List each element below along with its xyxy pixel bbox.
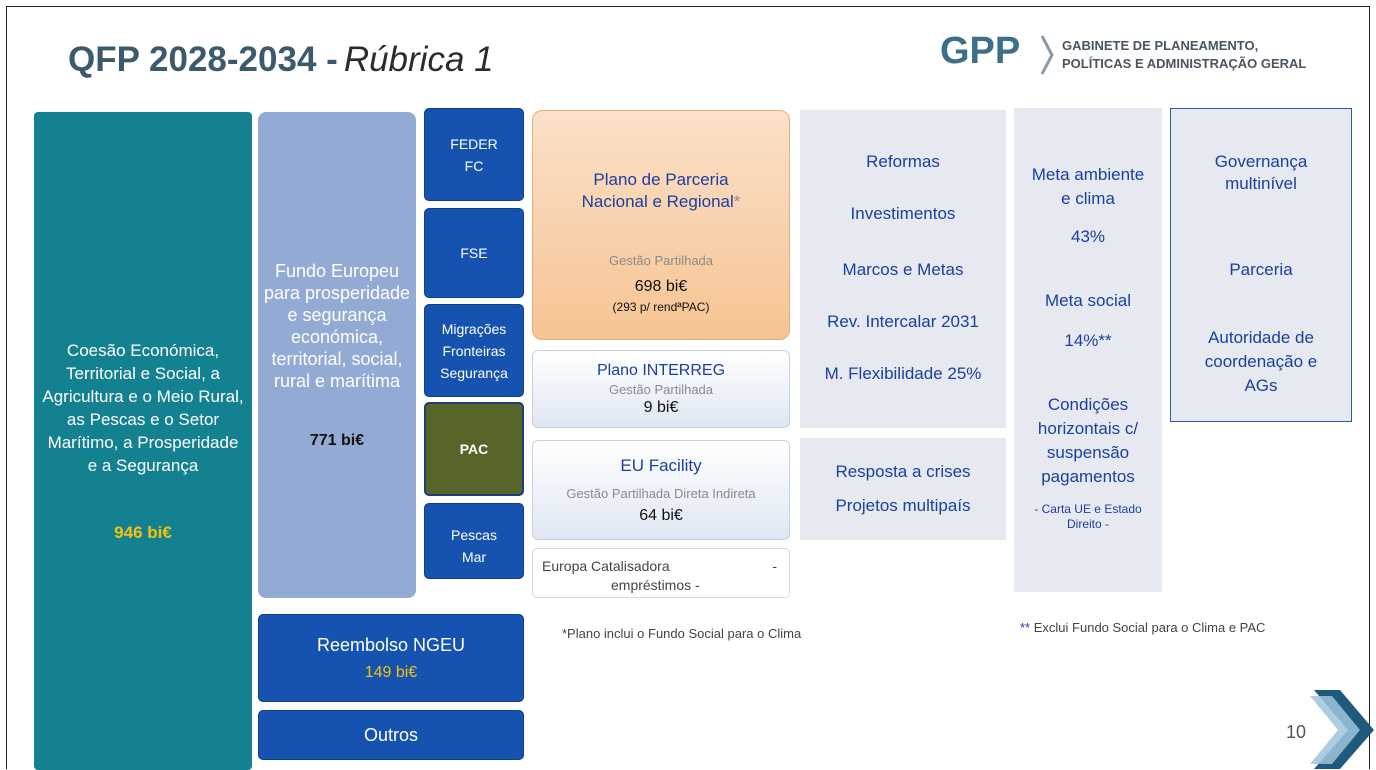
- footnote-plano: *Plano inclui o Fundo Social para o Clim…: [562, 626, 802, 641]
- plano-amount: 698 bi€: [634, 278, 688, 295]
- interreg-title: Plano INTERREG: [596, 361, 726, 379]
- title-main: QFP 2028-2034 -: [68, 40, 338, 79]
- europa-catalisadora-box: Europa Catalisadora - empréstimos -: [532, 548, 790, 598]
- ngeu-box: Reembolso NGEU 149 bi€: [258, 614, 524, 702]
- ngeu-label: Reembolso NGEU: [316, 634, 466, 655]
- plano-star: *: [733, 192, 741, 211]
- interreg-gestao: Gestão Partilhada: [608, 381, 714, 397]
- carta-line2: Direito -: [1066, 517, 1109, 531]
- feder-label: FEDER: [450, 135, 498, 152]
- cohesion-amount: 946 bi€: [114, 523, 172, 542]
- plano-line1: Plano de Parceria: [593, 170, 729, 189]
- next-arrow-icon: [1310, 690, 1374, 769]
- meta-social-label: Meta social: [1045, 291, 1131, 310]
- interreg-box: Plano INTERREG Gestão Partilhada 9 bi€: [532, 350, 790, 428]
- slide-title: QFP 2028-2034 -Rúbrica 1: [68, 40, 494, 80]
- feder-fc-box: FEDER FC: [424, 108, 524, 201]
- fund-box: Fundo Europeu para prosperidade e segura…: [258, 112, 416, 598]
- footnote-exclui: ** Exclui Fundo Social para o Clima e PA…: [1020, 620, 1265, 635]
- meta-ambiente-line1: Meta ambiente: [1031, 165, 1145, 184]
- meta-ambiente-line2: e clima: [1061, 189, 1115, 208]
- plano-note: (293 p/ rendªPAC): [612, 300, 710, 314]
- eu-facility-amount: 64 bi€: [639, 506, 683, 524]
- outros-box: Outros: [258, 710, 524, 760]
- governanca-line1: Governança: [1214, 152, 1308, 171]
- gpp-logo-line2: POLÍTICAS E ADMINISTRAÇÃO GERAL: [1062, 56, 1307, 71]
- outros-label: Outros: [363, 724, 419, 745]
- ngeu-amount: 149 bi€: [364, 663, 418, 681]
- plano-parceria-box: Plano de Parceria Nacional e Regional* G…: [532, 110, 790, 340]
- gpp-logo: GPP GABINETE DE PLANEAMENTO, POLÍTICAS E…: [940, 30, 1340, 80]
- crises-item: Resposta a crises: [835, 462, 971, 481]
- governanca-box: Governança multinível Parceria Autoridad…: [1170, 108, 1352, 422]
- gpp-logo-line1: GABINETE DE PLANEAMENTO,: [1062, 38, 1259, 53]
- pescas-box: Pescas Mar: [424, 503, 524, 579]
- autoridade-line2: coordenação e: [1204, 352, 1318, 371]
- plano-line2: Nacional e Regional: [581, 192, 734, 211]
- page-number: 10: [1286, 722, 1307, 742]
- plano-gestao: Gestão Partilhada: [608, 253, 714, 268]
- catalisadora-line2: empréstimos -: [611, 577, 700, 593]
- title-italic: Rúbrica 1: [343, 40, 494, 79]
- eu-facility-gestao: Gestão Partilhada Direta Indireta: [566, 485, 756, 501]
- footnote-stars: **: [1020, 620, 1031, 635]
- fronteiras-label: Fronteiras: [442, 342, 506, 359]
- meta-ambiente-pct: 43%: [1070, 227, 1106, 246]
- seguranca-label: Segurança: [440, 364, 508, 381]
- migracoes-label: Migrações: [441, 320, 507, 337]
- cohesion-heading-box: Coesão Económica, Territorial e Social, …: [34, 112, 252, 770]
- fc-label: FC: [464, 157, 484, 174]
- crises-box: Resposta a crises Projetos multipaís: [800, 438, 1006, 540]
- condicoes-line4: pagamentos: [1041, 467, 1135, 486]
- mar-label: Mar: [461, 549, 487, 565]
- meta-social-pct: 14%**: [1064, 331, 1112, 350]
- catalisadora-line1: Europa Catalisadora: [542, 558, 670, 574]
- fse-label: FSE: [460, 245, 488, 261]
- interreg-amount: 9 bi€: [643, 398, 679, 416]
- investimentos-item: Investimentos: [850, 204, 956, 223]
- migracoes-box: Migrações Fronteiras Segurança: [424, 304, 524, 397]
- gpp-logo-mark: GPP: [940, 30, 1021, 72]
- condicoes-line1: Condições: [1047, 395, 1129, 414]
- pescas-label: Pescas: [451, 527, 497, 543]
- metas-box: Meta ambiente e clima 43% Meta social 14…: [1014, 108, 1162, 592]
- autoridade-line1: Autoridade de: [1208, 328, 1314, 347]
- marcos-metas-item: Marcos e Metas: [842, 260, 964, 279]
- fund-text: Fundo Europeu para prosperidade e segura…: [263, 261, 411, 391]
- governanca-line2: multinível: [1225, 174, 1297, 193]
- carta-line1: - Carta UE e Estado: [1034, 502, 1142, 516]
- condicoes-line3: suspensão: [1046, 443, 1130, 462]
- rev-intercalar-item: Rev. Intercalar 2031: [827, 312, 979, 331]
- autoridade-line3: AGs: [1244, 376, 1278, 395]
- catalisadora-dash: -: [772, 558, 777, 574]
- reformas-item: Reformas: [866, 152, 940, 171]
- cohesion-text: Coesão Económica, Territorial e Social, …: [42, 341, 244, 475]
- fse-box: FSE: [424, 208, 524, 298]
- footnote-exclui-text: Exclui Fundo Social para o Clima e PAC: [1033, 620, 1266, 635]
- pac-label: PAC: [459, 441, 489, 457]
- flexibilidade-item: M. Flexibilidade 25%: [824, 364, 982, 383]
- condicoes-line2: horizontais c/: [1037, 419, 1139, 438]
- eu-facility-box: EU Facility Gestão Partilhada Direta Ind…: [532, 440, 790, 540]
- fund-amount: 771 bi€: [309, 432, 365, 449]
- multipais-item: Projetos multipaís: [835, 496, 971, 515]
- reformas-box: Reformas Investimentos Marcos e Metas Re…: [800, 110, 1006, 428]
- parceria-label: Parceria: [1229, 260, 1293, 279]
- slide-frame: [6, 6, 1370, 769]
- pac-box: PAC: [424, 402, 524, 496]
- chevron-right-icon: [1040, 35, 1054, 75]
- eu-facility-title: EU Facility: [620, 455, 702, 475]
